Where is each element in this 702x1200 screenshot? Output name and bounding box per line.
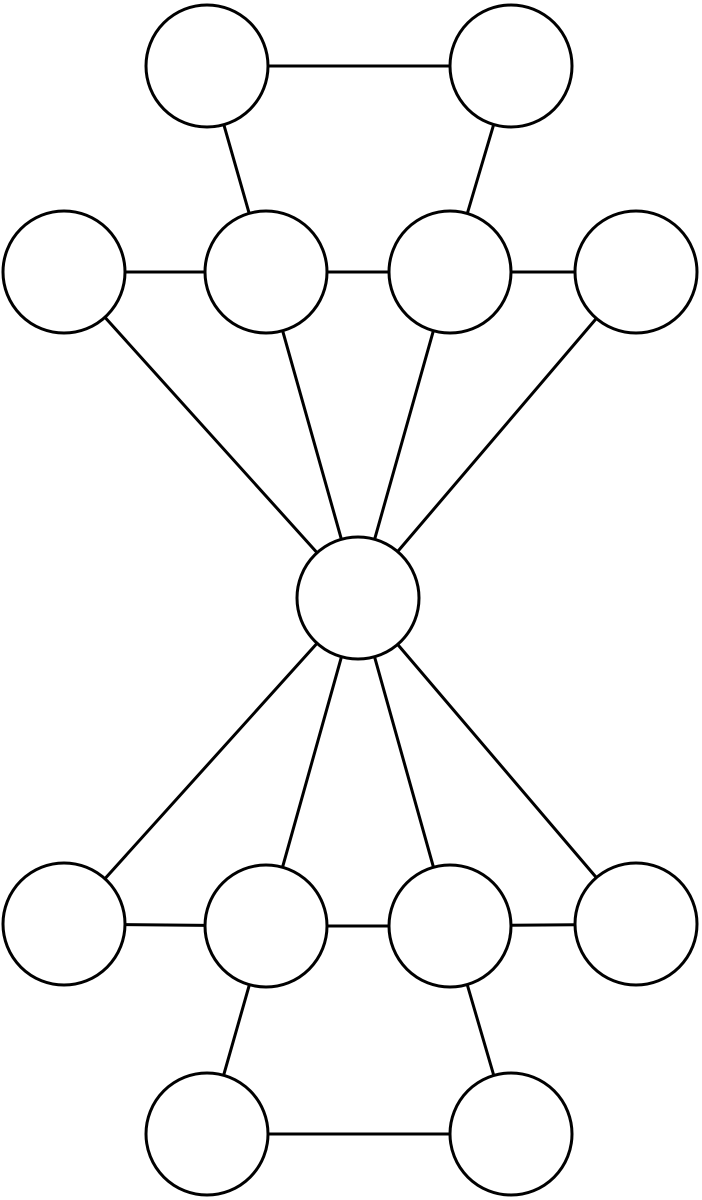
node-center [295,535,421,661]
node-layer [1,3,699,1197]
edge-center-lower-row-1 [103,641,319,881]
node-lower-row-1 [1,861,127,987]
node-lower-row-4 [573,861,699,987]
edge-center-lower-row-2 [281,655,343,869]
edge-upper-row-2-center [281,329,343,541]
edge-upper-row-4-center [396,316,598,554]
edge-lower-row-3-bottom-pair-right [465,983,496,1077]
edge-top-pair-left-upper-row-2 [222,123,251,215]
node-upper-row-1 [1,209,127,335]
edge-upper-row-1-center [103,315,319,555]
node-upper-row-3 [387,209,513,335]
edge-layer [103,64,598,1136]
edge-center-lower-row-3 [373,655,435,869]
node-bottom-pair-left [144,1071,270,1197]
node-lower-row-3 [387,863,513,989]
edge-upper-row-3-center [373,329,435,541]
edge-lower-row-1-lower-row-2 [123,923,207,927]
node-lower-row-2 [203,863,329,989]
edge-lower-row-2-bottom-pair-left [222,983,251,1077]
node-upper-row-2 [203,209,329,335]
edge-lower-row-3-lower-row-4 [509,923,577,927]
node-bottom-pair-right [448,1071,574,1197]
node-top-pair-left [144,3,270,129]
node-upper-row-4 [573,209,699,335]
edge-center-lower-row-4 [396,642,598,880]
node-top-pair-right [448,3,574,129]
edge-top-pair-right-upper-row-3 [465,123,496,215]
